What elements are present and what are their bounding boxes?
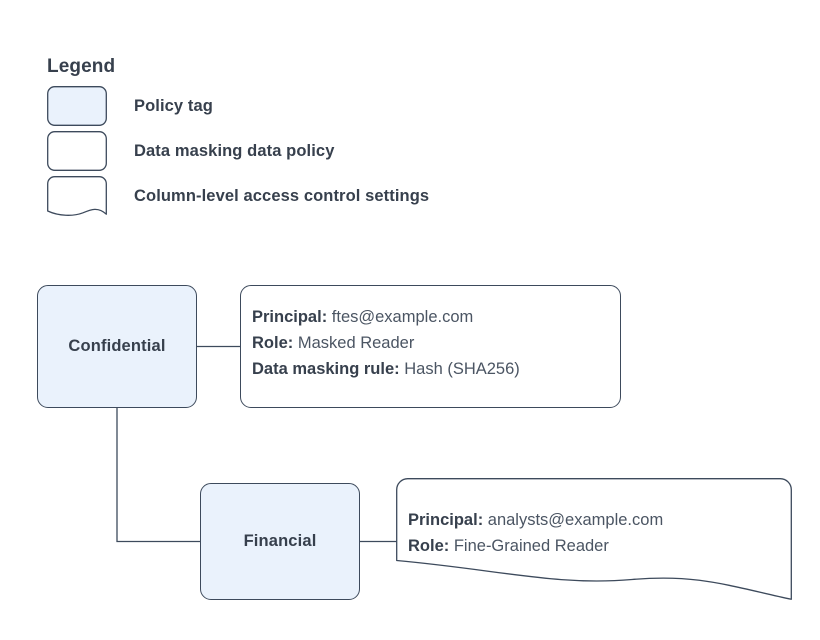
legend-item-data-policy: Data masking data policy: [47, 131, 647, 176]
legend: Legend Policy tag Data masking data poli…: [47, 56, 647, 221]
node-confidential[interactable]: Confidential: [37, 285, 197, 408]
callout-value: ftes@example.com: [331, 308, 474, 326]
callout-line: Role: Masked Reader: [252, 330, 610, 356]
callout-financial[interactable]: Principal: analysts@example.com Role: Fi…: [396, 478, 792, 600]
column-access-swatch-icon: [47, 176, 107, 216]
callout-line: Role: Fine-Grained Reader: [408, 533, 782, 559]
callout-financial-text: Principal: analysts@example.com Role: Fi…: [408, 507, 782, 559]
callout-confidential-text: Principal: ftes@example.com Role: Masked…: [252, 304, 610, 382]
legend-label-column-access: Column-level access control settings: [134, 186, 430, 205]
callout-line: Principal: ftes@example.com: [252, 304, 610, 330]
callout-financial-shape: [396, 478, 792, 600]
node-financial[interactable]: Financial: [200, 483, 360, 600]
legend-label-data-policy: Data masking data policy: [134, 141, 335, 160]
legend-label-policy-tag: Policy tag: [134, 96, 213, 115]
callout-value: Hash (SHA256): [404, 360, 520, 378]
data-policy-swatch-icon: [47, 131, 107, 171]
callout-key: Role:: [408, 537, 450, 555]
callout-value: Fine-Grained Reader: [453, 537, 609, 555]
connector-confidential-to-financial: [116, 408, 200, 543]
node-confidential-label: Confidential: [68, 337, 166, 355]
node-financial-label: Financial: [243, 532, 317, 550]
policy-tag-swatch-icon: [47, 86, 107, 126]
callout-line: Principal: analysts@example.com: [408, 507, 782, 533]
callout-key: Role:: [252, 334, 294, 352]
legend-item-column-access: Column-level access control settings: [47, 176, 647, 221]
callout-key: Data masking rule:: [252, 360, 400, 378]
callout-value: Masked Reader: [297, 334, 415, 352]
legend-title: Legend: [47, 56, 116, 77]
callout-value: analysts@example.com: [487, 511, 664, 529]
callout-confidential[interactable]: Principal: ftes@example.com Role: Masked…: [240, 285, 621, 408]
callout-key: Principal:: [408, 511, 484, 529]
callout-key: Principal:: [252, 308, 328, 326]
callout-line: Data masking rule: Hash (SHA256): [252, 356, 610, 382]
legend-item-policy-tag: Policy tag: [47, 86, 647, 131]
